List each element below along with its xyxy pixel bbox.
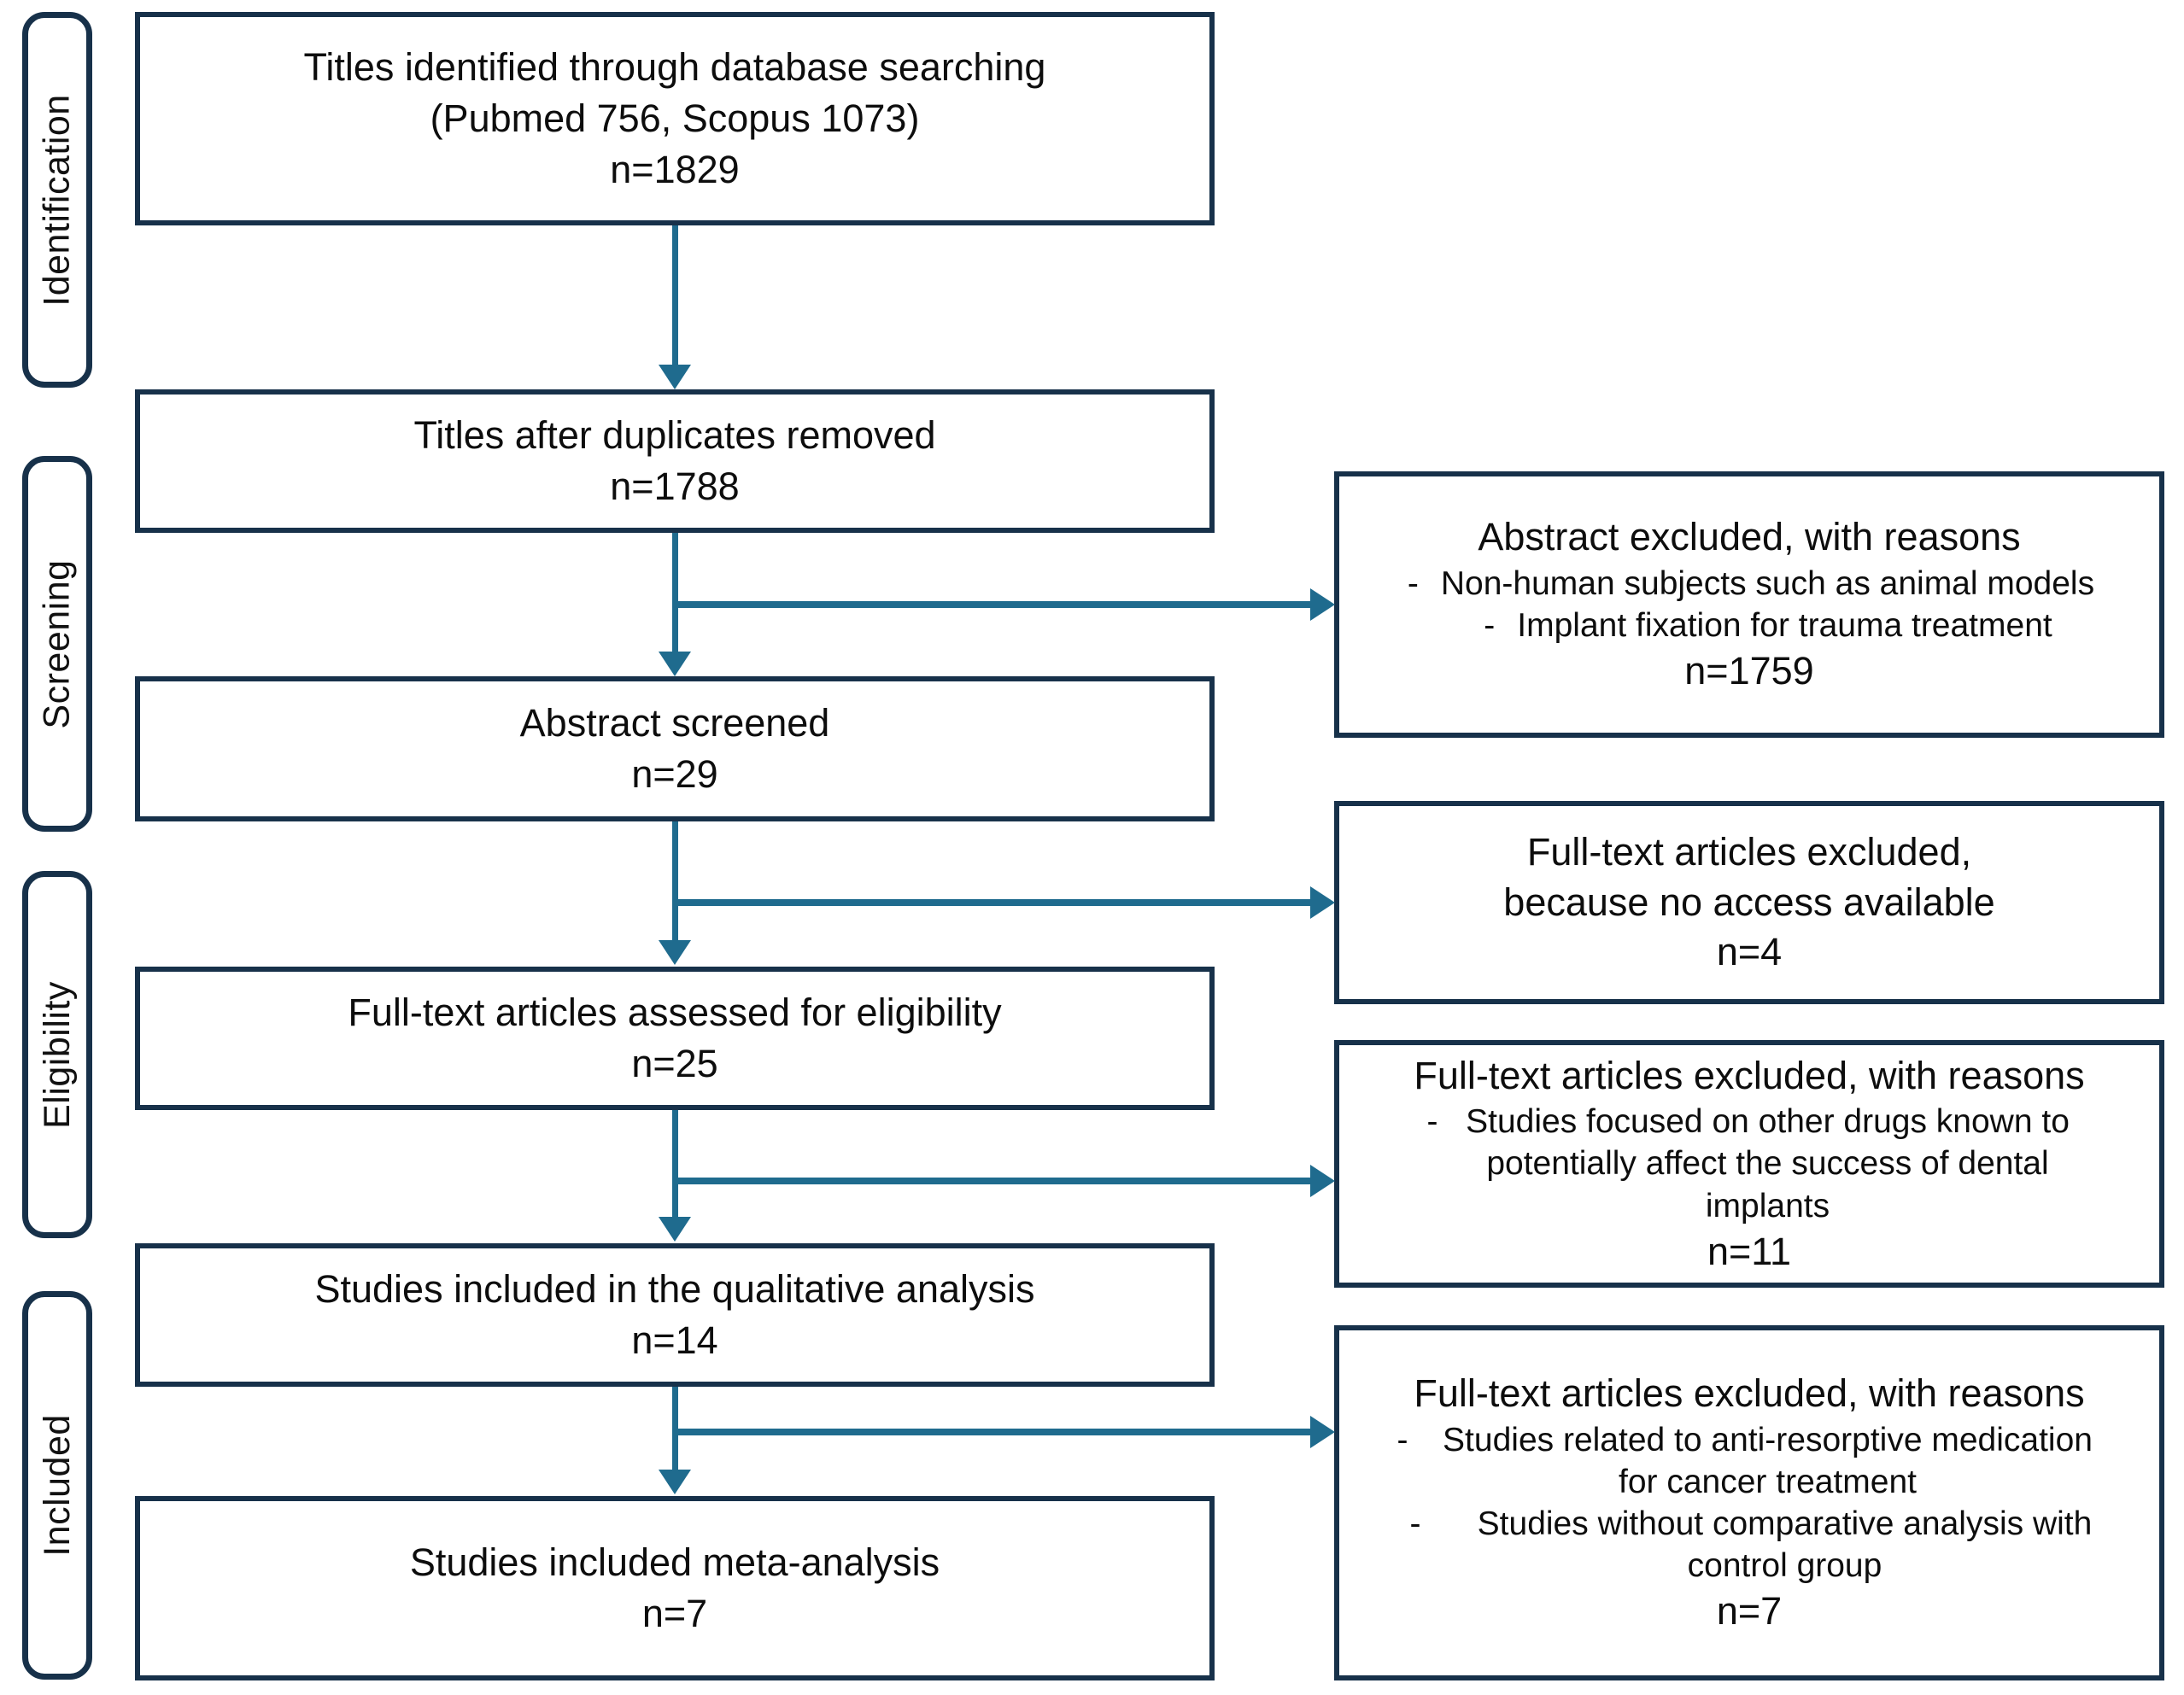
exclusion-reason: - Studies related to anti-resorptive med… bbox=[1351, 1419, 2147, 1503]
exclusion-box-full-text-other-drugs: Full-text articles excluded, with reason… bbox=[1334, 1040, 2164, 1288]
flow-box-line: Titles identified through database searc… bbox=[303, 44, 1046, 89]
flow-box-duplicates-removed: Titles after duplicates removed n=1788 bbox=[135, 389, 1215, 533]
bullet-dash-icon: - bbox=[1484, 607, 1496, 644]
exclusion-heading: because no access available bbox=[1503, 880, 1995, 924]
exclusion-box-full-text-no-access: Full-text articles excluded, because no … bbox=[1334, 801, 2164, 1004]
branch-line-3 bbox=[675, 1178, 1311, 1184]
flow-box-records-identified: Titles identified through database searc… bbox=[135, 12, 1215, 225]
exclusion-count: n=4 bbox=[1716, 930, 1783, 974]
exclusion-count: n=1759 bbox=[1684, 649, 1814, 693]
branch-line-1 bbox=[675, 601, 1311, 608]
connector-arrow-4 bbox=[659, 1217, 691, 1242]
bullet-dash-icon: - bbox=[1396, 1421, 1408, 1458]
connector-arrow-1 bbox=[659, 365, 691, 389]
stage-pill-identification: Identification bbox=[22, 12, 92, 388]
branch-arrow-3 bbox=[1310, 1165, 1335, 1197]
connector-line-2 bbox=[672, 533, 678, 654]
exclusion-count: n=7 bbox=[1716, 1589, 1783, 1634]
exclusion-box-full-text-anti-resorptive: Full-text articles excluded, with reason… bbox=[1334, 1325, 2164, 1680]
stage-pill-included: Included bbox=[22, 1291, 92, 1680]
branch-line-4 bbox=[675, 1429, 1311, 1435]
stage-label-identification: Identification bbox=[36, 93, 78, 307]
flow-box-line: (Pubmed 756, Scopus 1073) bbox=[430, 96, 920, 140]
bullet-dash-icon: - bbox=[1409, 1505, 1421, 1542]
branch-arrow-2 bbox=[1310, 886, 1335, 919]
stage-pill-screening: Screening bbox=[22, 456, 92, 832]
flow-box-line: Abstract screened bbox=[519, 700, 830, 745]
exclusion-heading: Full-text articles excluded, with reason… bbox=[1414, 1053, 2085, 1097]
flow-box-count: n=1829 bbox=[610, 148, 740, 192]
exclusion-reason-text: Studies without comparative analysis wit… bbox=[1477, 1505, 2093, 1585]
bullet-dash-icon: - bbox=[1426, 1103, 1438, 1141]
branch-arrow-4 bbox=[1310, 1416, 1335, 1448]
connector-line-1 bbox=[672, 225, 678, 366]
stage-label-eligibility: Eligibility bbox=[36, 980, 78, 1129]
connector-line-4 bbox=[672, 1110, 678, 1219]
exclusion-box-abstract-excluded: Abstract excluded, with reasons - Non-hu… bbox=[1334, 471, 2164, 738]
flow-box-abstract-screened: Abstract screened n=29 bbox=[135, 676, 1215, 821]
connector-line-3 bbox=[672, 821, 678, 943]
stage-label-included: Included bbox=[36, 1414, 78, 1557]
exclusion-reason: - Non-human subjects such as animal mode… bbox=[1351, 563, 2147, 605]
flow-box-count: n=1788 bbox=[610, 465, 740, 508]
flow-box-line: Studies included in the qualitative anal… bbox=[314, 1266, 1035, 1311]
connector-arrow-3 bbox=[659, 940, 691, 965]
exclusion-reason-text: Implant fixation for trauma treatment bbox=[1517, 607, 2052, 644]
exclusion-reason: - Implant fixation for trauma treatment bbox=[1351, 605, 2147, 646]
flow-box-qualitative-analysis: Studies included in the qualitative anal… bbox=[135, 1243, 1215, 1387]
connector-arrow-2 bbox=[659, 652, 691, 676]
flow-box-count: n=14 bbox=[631, 1318, 718, 1362]
flow-box-line: Full-text articles assessed for eligibil… bbox=[348, 990, 1002, 1034]
flow-box-meta-analysis: Studies included meta-analysis n=7 bbox=[135, 1496, 1215, 1680]
branch-line-2 bbox=[675, 899, 1311, 906]
stage-pill-eligibility: Eligibility bbox=[22, 871, 92, 1238]
flow-box-count: n=25 bbox=[631, 1042, 718, 1085]
exclusion-count: n=11 bbox=[1707, 1229, 1792, 1273]
exclusion-reason-text: Non-human subjects such as animal models bbox=[1440, 564, 2095, 602]
connector-arrow-5 bbox=[659, 1470, 691, 1494]
branch-arrow-1 bbox=[1310, 588, 1335, 621]
flow-box-count: n=29 bbox=[631, 752, 718, 796]
exclusion-heading: Full-text articles excluded, with reason… bbox=[1414, 1371, 2085, 1416]
exclusion-reason: - Studies without comparative analysis w… bbox=[1351, 1503, 2147, 1587]
flow-box-line: Titles after duplicates removed bbox=[413, 412, 936, 457]
flow-box-line: Studies included meta-analysis bbox=[409, 1540, 940, 1584]
stage-label-screening: Screening bbox=[36, 558, 78, 729]
flow-box-full-text-assessed: Full-text articles assessed for eligibil… bbox=[135, 967, 1215, 1110]
exclusion-heading: Full-text articles excluded, bbox=[1526, 830, 1972, 874]
exclusion-reason-text: Studies related to anti-resorptive medic… bbox=[1443, 1421, 2093, 1500]
exclusion-reason-text: Studies focused on other drugs known to … bbox=[1466, 1103, 2070, 1224]
exclusion-heading: Abstract excluded, with reasons bbox=[1478, 515, 2021, 559]
exclusion-reason: - Studies focused on other drugs known t… bbox=[1351, 1101, 2147, 1226]
flow-box-count: n=7 bbox=[641, 1592, 708, 1635]
bullet-dash-icon: - bbox=[1407, 564, 1419, 602]
